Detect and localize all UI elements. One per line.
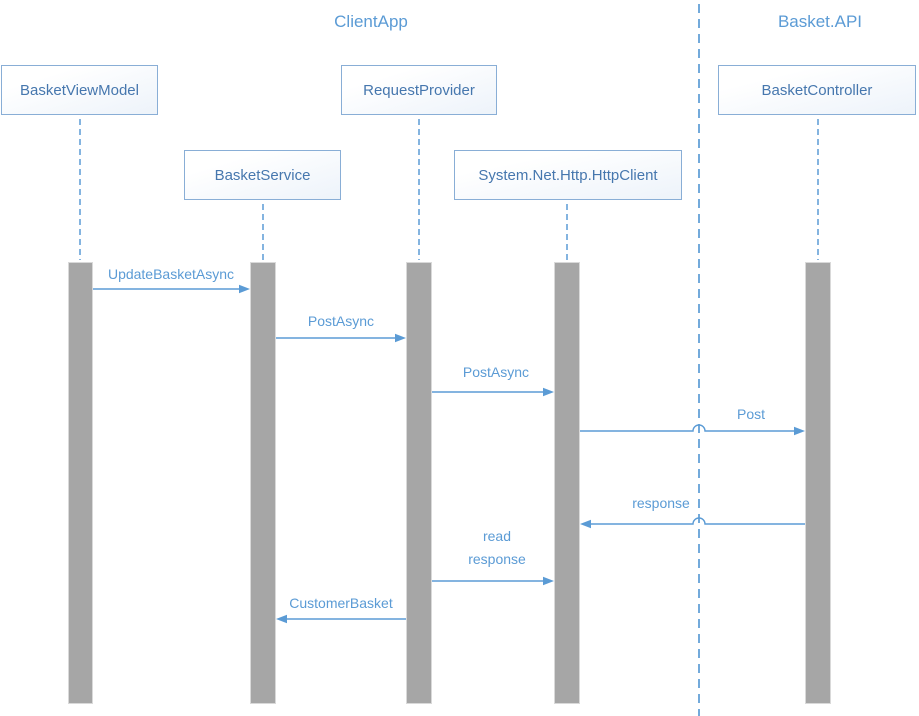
message-label-post: Post <box>736 406 765 422</box>
arrowhead-left-icon <box>276 614 287 624</box>
arrowhead-right-icon <box>239 284 250 294</box>
participant-label: BasketController <box>761 81 873 99</box>
participant-label: BasketService <box>214 166 311 184</box>
message-label-postasync-2: PostAsync <box>462 364 530 380</box>
message-arrow-response <box>590 517 805 525</box>
message-label-response: response <box>632 495 690 511</box>
arrowhead-right-icon <box>395 333 406 343</box>
participant-label: BasketViewModel <box>20 81 139 99</box>
participant-box-basketcontroller: BasketController <box>718 65 916 115</box>
message-label-postasync-1: PostAsync <box>307 313 375 329</box>
arrowhead-right-icon <box>543 576 554 586</box>
participant-label: RequestProvider <box>363 81 475 99</box>
group-title-basket-api: Basket.API <box>777 12 863 31</box>
participant-box-httpclient: System.Net.Http.HttpClient <box>454 150 682 200</box>
message-label-read-response: read response <box>468 528 526 567</box>
activation-bar-httpclient <box>554 262 580 704</box>
arrowhead-right-icon <box>794 426 805 436</box>
arrowhead-left-icon <box>580 519 591 529</box>
activation-bar-basketservice <box>250 262 276 704</box>
message-label-customerbasket: CustomerBasket <box>289 595 393 611</box>
participant-box-basketservice: BasketService <box>184 150 341 200</box>
activation-bar-requestprovider <box>406 262 432 704</box>
message-label-updatebasketasync: UpdateBasketAsync <box>107 266 235 282</box>
arrowhead-right-icon <box>543 387 554 397</box>
group-title-clientapp: ClientApp <box>334 12 408 31</box>
participant-box-basketviewmodel: BasketViewModel <box>1 65 158 115</box>
activation-bar-basketviewmodel <box>68 262 93 704</box>
participant-label: System.Net.Http.HttpClient <box>478 166 658 184</box>
participant-box-requestprovider: RequestProvider <box>341 65 497 115</box>
activation-bar-basketcontroller <box>805 262 831 704</box>
